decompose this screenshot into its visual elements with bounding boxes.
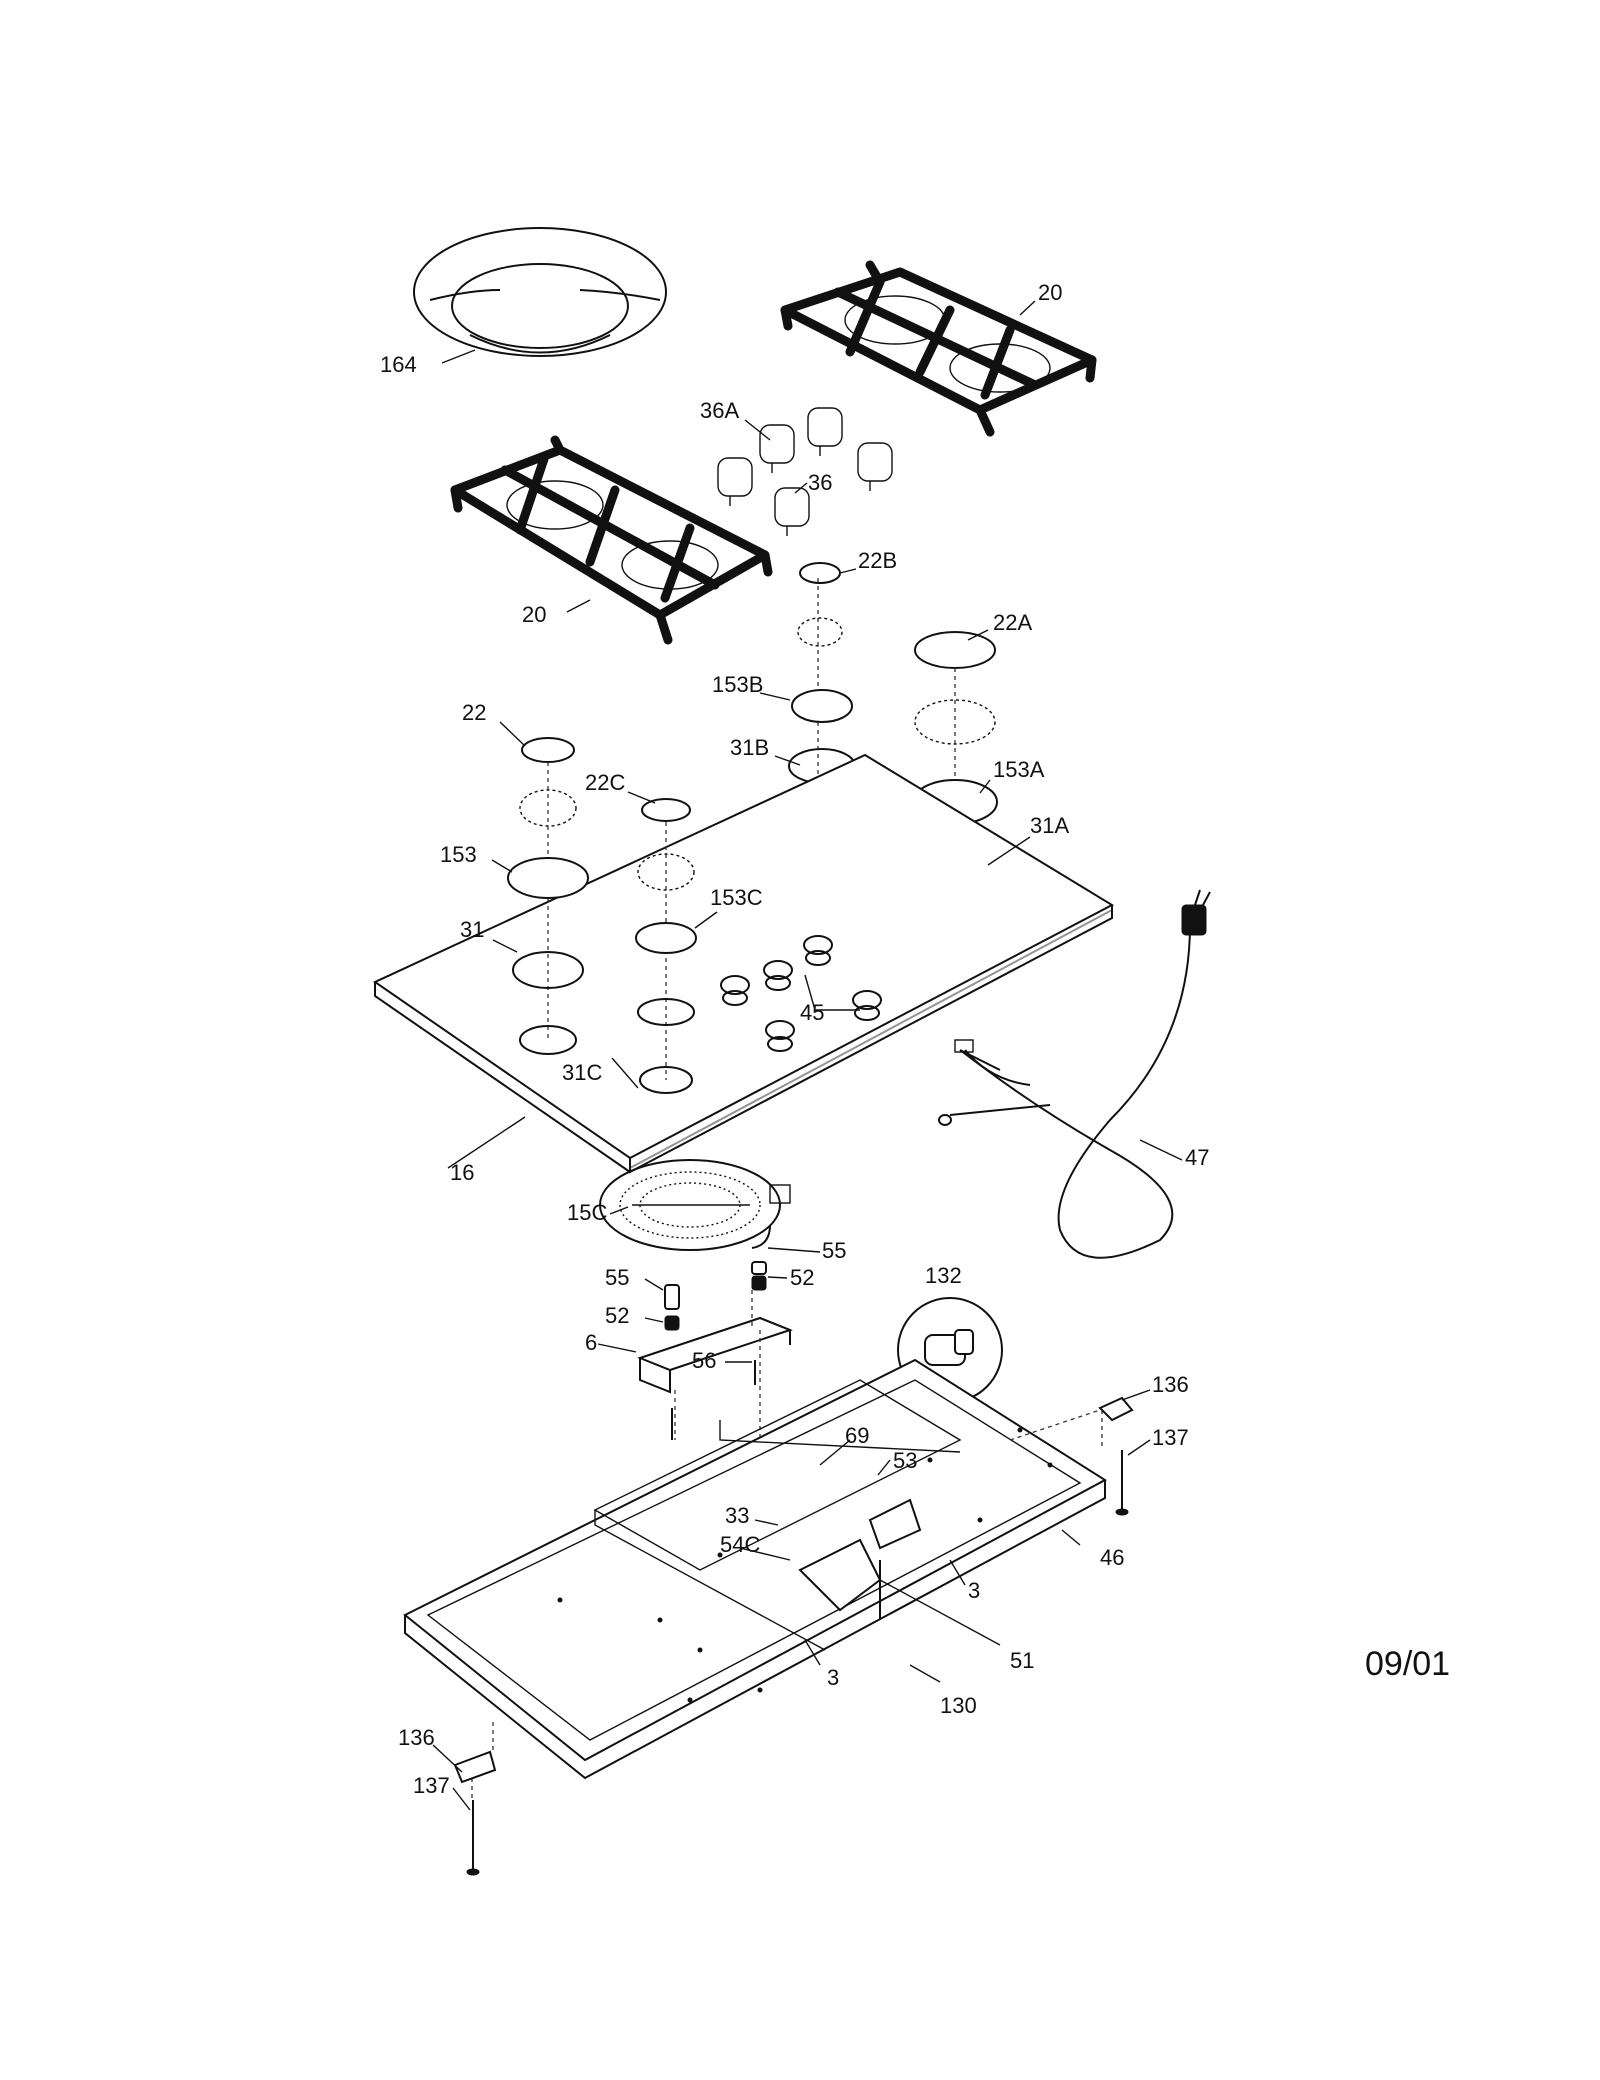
burner-22-stack (507, 737, 589, 1055)
label-132: 132 (925, 1263, 962, 1288)
label-33: 33 (725, 1503, 749, 1528)
grate-right (780, 260, 1097, 437)
radiant-element (599, 1159, 791, 1251)
label-45: 45 (800, 1000, 824, 1025)
label-31a: 31A (1030, 813, 1069, 838)
label-137-left: 137 (413, 1773, 450, 1798)
label-3-right: 3 (968, 1578, 980, 1603)
label-22: 22 (462, 700, 486, 725)
knob-grommets (720, 935, 882, 1052)
label-16: 16 (450, 1160, 474, 1185)
label-137-right: 137 (1152, 1425, 1189, 1450)
mounting-bracket (637, 1261, 793, 1470)
label-6: 6 (585, 1330, 597, 1355)
label-36: 36 (808, 470, 832, 495)
label-22b: 22B (858, 548, 897, 573)
label-153: 153 (440, 842, 477, 867)
label-15c: 15C (567, 1200, 607, 1225)
power-cord (938, 889, 1211, 1259)
label-53: 53 (893, 1448, 917, 1473)
label-22c: 22C (585, 770, 625, 795)
label-20-right: 20 (1038, 280, 1062, 305)
label-164: 164 (380, 352, 417, 377)
label-51: 51 (1010, 1648, 1034, 1673)
label-136-right: 136 (1152, 1372, 1189, 1397)
label-46: 46 (1100, 1545, 1124, 1570)
lower-housing (403, 1358, 1107, 1800)
label-136-left: 136 (398, 1725, 435, 1750)
label-69: 69 (845, 1423, 869, 1448)
label-153c: 153C (710, 885, 763, 910)
label-31b: 31B (730, 735, 769, 760)
label-130: 130 (940, 1693, 977, 1718)
burner-22c-stack (635, 798, 697, 1094)
label-52-left: 52 (605, 1303, 629, 1328)
label-153b: 153B (712, 672, 763, 697)
clips-and-screws (453, 1396, 1134, 1876)
label-20-left: 20 (522, 602, 546, 627)
label-3-left: 3 (827, 1665, 839, 1690)
cooktop-glass (372, 753, 1115, 1174)
label-31: 31 (460, 917, 484, 942)
label-153a: 153A (993, 757, 1045, 782)
wok-ring (413, 227, 667, 357)
label-22a: 22A (993, 610, 1032, 635)
control-knobs (717, 407, 893, 536)
label-47: 47 (1185, 1145, 1209, 1170)
date-code: 09/01 (1365, 1645, 1450, 1683)
part-labels: 164 20 20 36A 36 22B 22A 153B 31B 153A 3… (380, 280, 1209, 1798)
label-55-left: 55 (605, 1265, 629, 1290)
label-36a: 36A (700, 398, 739, 423)
label-56: 56 (692, 1348, 716, 1373)
label-54c: 54C (720, 1532, 760, 1557)
grate-left (450, 435, 773, 645)
leader-lines (432, 300, 1183, 1811)
label-55-right: 55 (822, 1238, 846, 1263)
label-52-right: 52 (790, 1265, 814, 1290)
label-31c: 31C (562, 1060, 602, 1085)
